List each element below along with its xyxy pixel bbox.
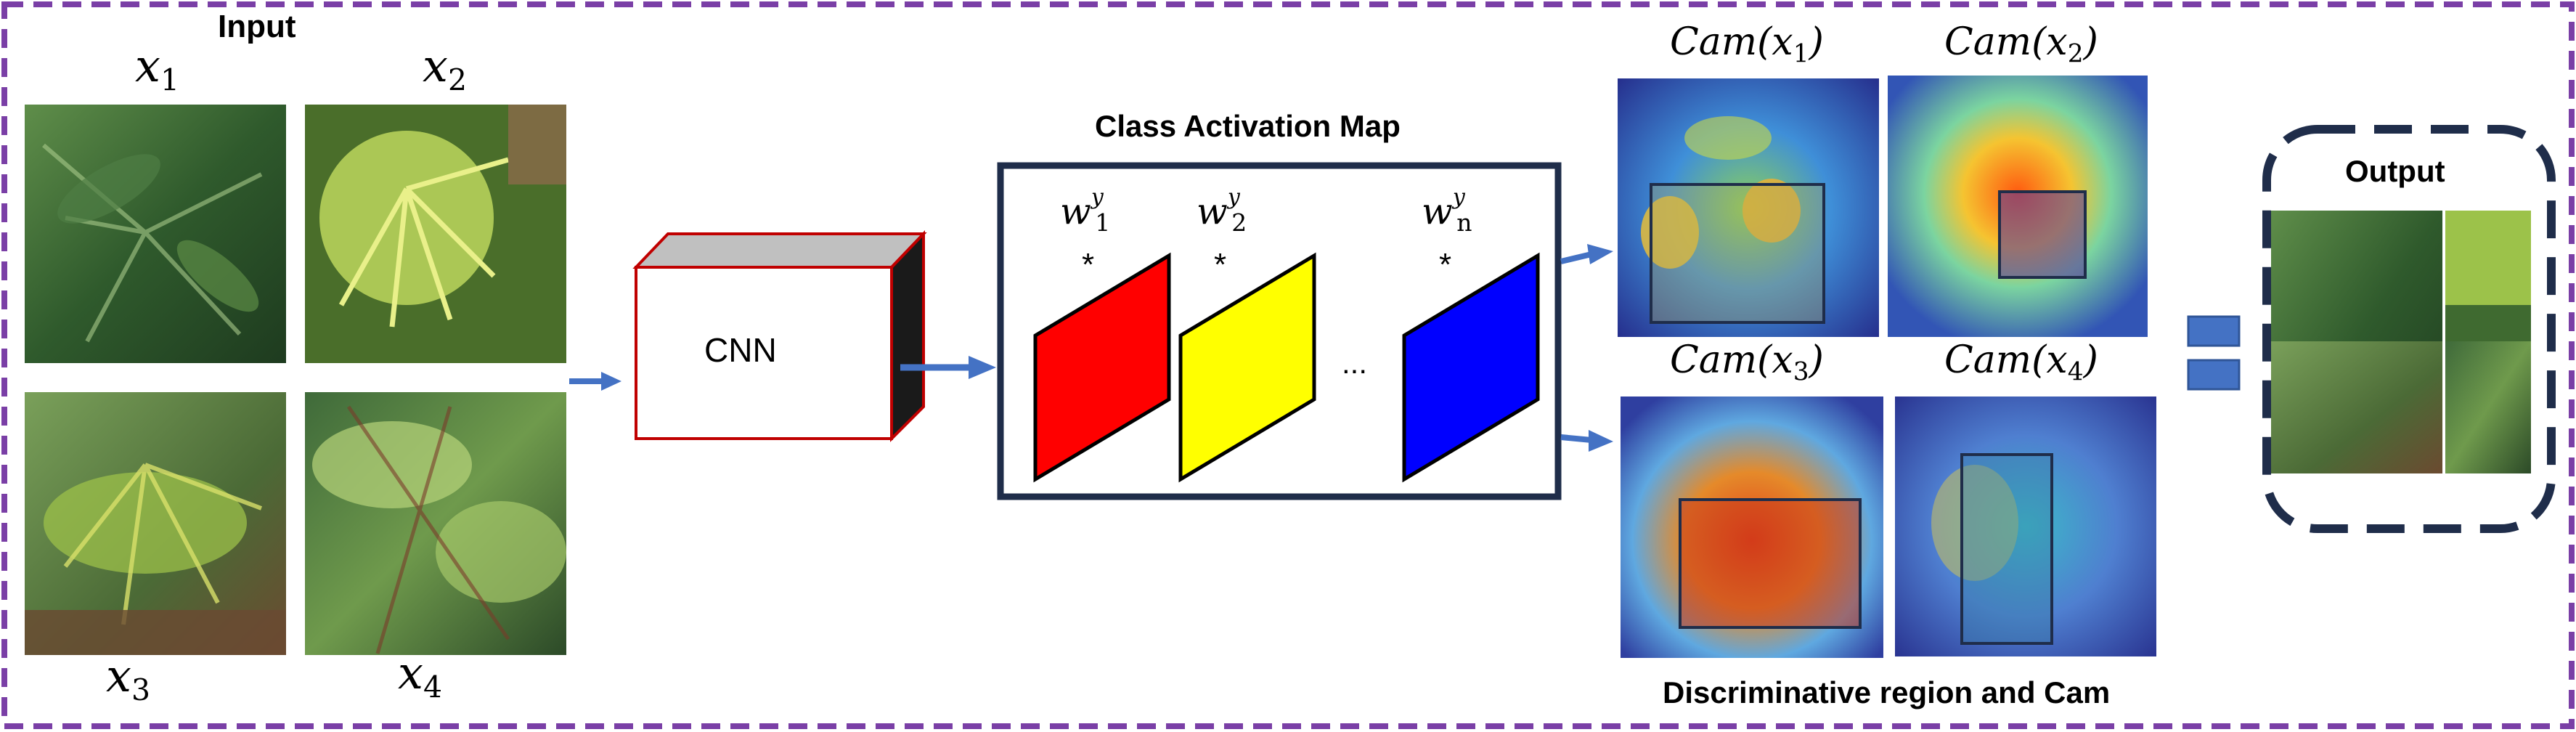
- equals-sign: [2187, 315, 2241, 391]
- input-title: Input: [218, 9, 296, 44]
- weight-w2: wy2: [1197, 184, 1247, 237]
- cams-caption: Discriminative region and Cam: [1663, 675, 2111, 709]
- cnn-box: [632, 230, 927, 442]
- weight-wn: wyn: [1422, 184, 1472, 237]
- arrow-cam-to-top: [1560, 244, 1613, 264]
- feature-map-2: [1178, 252, 1316, 483]
- input-label-x4: x4: [398, 646, 442, 705]
- cam-label-x4: Cam(x4): [1944, 338, 2098, 387]
- weight-op-1: *: [1082, 247, 1095, 282]
- input-image-x2: [305, 105, 566, 363]
- weight-w1: wy1: [1060, 184, 1111, 237]
- cam-heatmap-x2: [1888, 76, 2148, 337]
- feature-maps-ellipsis: ...: [1342, 346, 1368, 380]
- input-image-x3: [25, 392, 286, 655]
- weight-op-2: *: [1214, 247, 1227, 282]
- input-label-x3: x3: [106, 649, 150, 708]
- feature-map-n: [1402, 252, 1540, 483]
- cam-label-x3: Cam(x3): [1670, 338, 1824, 387]
- cam-heatmap-x3: [1621, 396, 1883, 658]
- cnn-label: CNN: [704, 331, 777, 369]
- arrow-cnn-to-cam: [900, 356, 996, 379]
- cam-map-title: Class Activation Map: [1095, 109, 1401, 143]
- output-title: Output: [2345, 154, 2445, 188]
- arrow-cam-to-bottom: [1560, 430, 1613, 452]
- cam-heatmap-x4: [1895, 396, 2156, 656]
- cam-label-x2: Cam(x2): [1944, 20, 2098, 69]
- arrow-input-to-cnn: [569, 372, 621, 391]
- feature-maps: [1033, 252, 1540, 483]
- output-box: [2262, 125, 2556, 533]
- cam-label-x1: Cam(x1): [1670, 20, 1824, 69]
- feature-map-1: [1033, 252, 1171, 483]
- input-image-x1: [25, 105, 286, 363]
- output-image: [2271, 211, 2531, 473]
- input-label-x1: x1: [135, 39, 179, 98]
- input-label-x2: x2: [423, 39, 467, 98]
- input-image-x4: [305, 392, 566, 655]
- weight-op-n: *: [1439, 247, 1452, 282]
- cam-heatmap-x1: [1618, 78, 1879, 337]
